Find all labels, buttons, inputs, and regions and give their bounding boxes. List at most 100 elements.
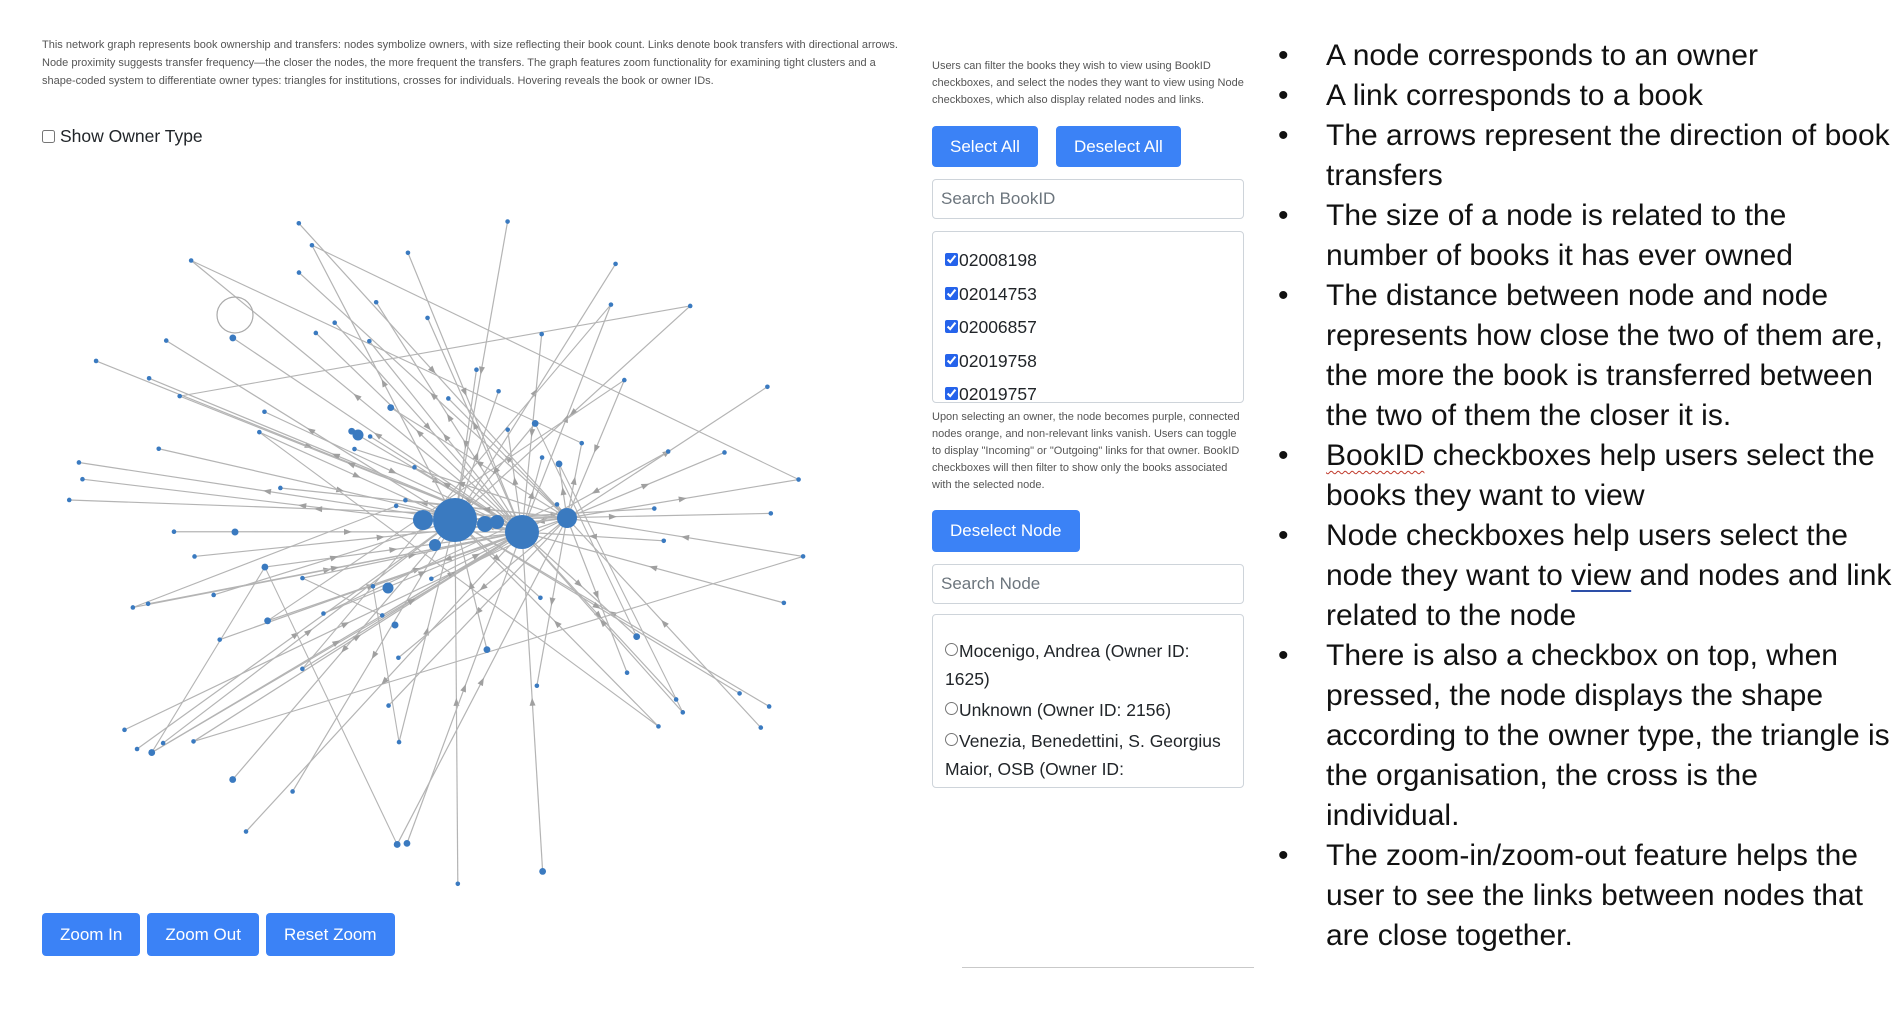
owner-node[interactable] [403, 839, 411, 847]
bookid-item[interactable]: 02014753 [945, 284, 1231, 318]
owner-node[interactable] [393, 503, 399, 509]
owner-node[interactable] [652, 506, 657, 511]
owner-node[interactable] [296, 270, 302, 275]
graph-link[interactable] [302, 577, 383, 616]
owner-node[interactable] [391, 621, 399, 629]
owner-node[interactable] [332, 320, 338, 326]
bookid-item[interactable]: 02008198 [945, 250, 1231, 284]
owner-node[interactable] [800, 554, 806, 559]
owner-node[interactable] [386, 703, 391, 708]
owner-node[interactable] [405, 250, 411, 256]
graph-link[interactable] [534, 423, 638, 637]
search-bookid-input[interactable] [932, 179, 1244, 219]
bookid-checkbox[interactable] [945, 286, 958, 300]
owner-node[interactable] [539, 868, 547, 875]
show-owner-type-toggle[interactable]: Show Owner Type [42, 126, 203, 147]
owner-node[interactable] [191, 739, 196, 744]
bookid-item[interactable]: 02019757 [945, 384, 1231, 402]
owner-node[interactable] [737, 691, 742, 696]
owner-node[interactable] [505, 219, 510, 224]
bookid-item[interactable]: 02019758 [945, 351, 1231, 385]
owner-node[interactable] [192, 554, 197, 559]
owner-node[interactable] [171, 529, 177, 535]
graph-link[interactable] [372, 586, 400, 743]
owner-node-hub[interactable] [490, 515, 504, 529]
owner-node[interactable] [555, 460, 563, 468]
graph-link[interactable] [558, 463, 684, 713]
owner-node[interactable] [257, 429, 262, 435]
owner-node[interactable] [665, 449, 671, 454]
owner-node[interactable] [429, 576, 434, 582]
owner-node[interactable] [387, 404, 395, 411]
network-graph[interactable] [40, 180, 900, 920]
owner-node[interactable] [765, 384, 770, 390]
node-radio[interactable] [945, 732, 958, 746]
deselect-node-button[interactable]: Deselect Node [932, 510, 1080, 552]
owner-node-hub[interactable] [557, 508, 577, 528]
node-radio[interactable] [945, 701, 958, 715]
owner-node[interactable] [211, 592, 216, 598]
owner-node[interactable] [796, 477, 801, 482]
owner-node[interactable] [661, 538, 667, 544]
owner-node[interactable] [76, 460, 82, 465]
bookid-checkbox[interactable] [945, 253, 958, 266]
owner-node-hub[interactable] [477, 516, 493, 532]
self-loop-link[interactable] [216, 296, 254, 334]
owner-node[interactable] [370, 584, 376, 589]
node-item[interactable]: Venezia, Benedettini, S. Georgius Maior,… [945, 727, 1231, 783]
graph-link[interactable] [132, 505, 397, 608]
owner-node[interactable] [758, 725, 764, 730]
owner-node[interactable] [163, 338, 169, 343]
owner-node[interactable] [622, 377, 627, 383]
owner-node[interactable] [496, 388, 501, 394]
graph-link[interactable] [259, 431, 659, 727]
owner-node[interactable] [148, 749, 156, 756]
owner-node[interactable] [188, 258, 194, 263]
owner-node[interactable] [403, 497, 408, 503]
owner-node[interactable] [367, 338, 372, 344]
owner-node[interactable] [160, 740, 166, 746]
owner-node[interactable] [396, 739, 402, 745]
owner-node-hub[interactable] [413, 510, 433, 530]
owner-node[interactable] [554, 502, 560, 507]
owner-node[interactable] [352, 429, 364, 441]
owner-node[interactable] [373, 299, 379, 305]
owner-node[interactable] [624, 670, 630, 675]
bookid-checkbox-list[interactable]: 02008198 02014753 02006857 02019758 0201… [932, 231, 1244, 403]
owner-node[interactable] [768, 511, 774, 516]
owner-node[interactable] [393, 841, 401, 848]
owner-node[interactable] [579, 440, 585, 446]
owner-node[interactable] [262, 409, 267, 415]
owner-node[interactable] [261, 563, 269, 571]
owner-node[interactable] [722, 450, 727, 455]
owner-node[interactable] [608, 302, 614, 307]
node-item[interactable]: Mocenigo, Andrea (Owner ID: 1625) [945, 637, 1231, 693]
owner-node[interactable] [680, 710, 686, 715]
reset-zoom-button[interactable]: Reset Zoom [265, 913, 395, 956]
owner-node[interactable] [145, 601, 151, 607]
owner-node[interactable] [278, 485, 283, 491]
node-radio[interactable] [945, 642, 958, 656]
owner-node[interactable] [367, 434, 373, 439]
deselect-all-button[interactable]: Deselect All [1055, 126, 1181, 167]
owner-node[interactable] [425, 315, 430, 321]
owner-node[interactable] [396, 655, 401, 661]
owner-node[interactable] [656, 724, 661, 729]
owner-node[interactable] [673, 697, 679, 702]
owner-node[interactable] [534, 683, 540, 689]
owner-node[interactable] [474, 367, 479, 373]
owner-node[interactable] [309, 242, 315, 248]
graph-link[interactable] [151, 566, 266, 753]
bookid-item[interactable]: 02006857 [945, 317, 1231, 351]
owner-node[interactable] [130, 605, 136, 610]
search-node-input[interactable] [932, 564, 1244, 604]
owner-node[interactable] [290, 789, 295, 794]
owner-node[interactable] [321, 611, 326, 616]
owner-node[interactable] [505, 427, 511, 432]
zoom-in-button[interactable]: Zoom In [42, 913, 141, 956]
owner-node[interactable] [379, 613, 385, 618]
owner-node[interactable] [539, 331, 544, 337]
owner-node[interactable] [243, 829, 249, 834]
owner-node[interactable] [80, 476, 85, 482]
owner-node[interactable] [687, 303, 693, 309]
